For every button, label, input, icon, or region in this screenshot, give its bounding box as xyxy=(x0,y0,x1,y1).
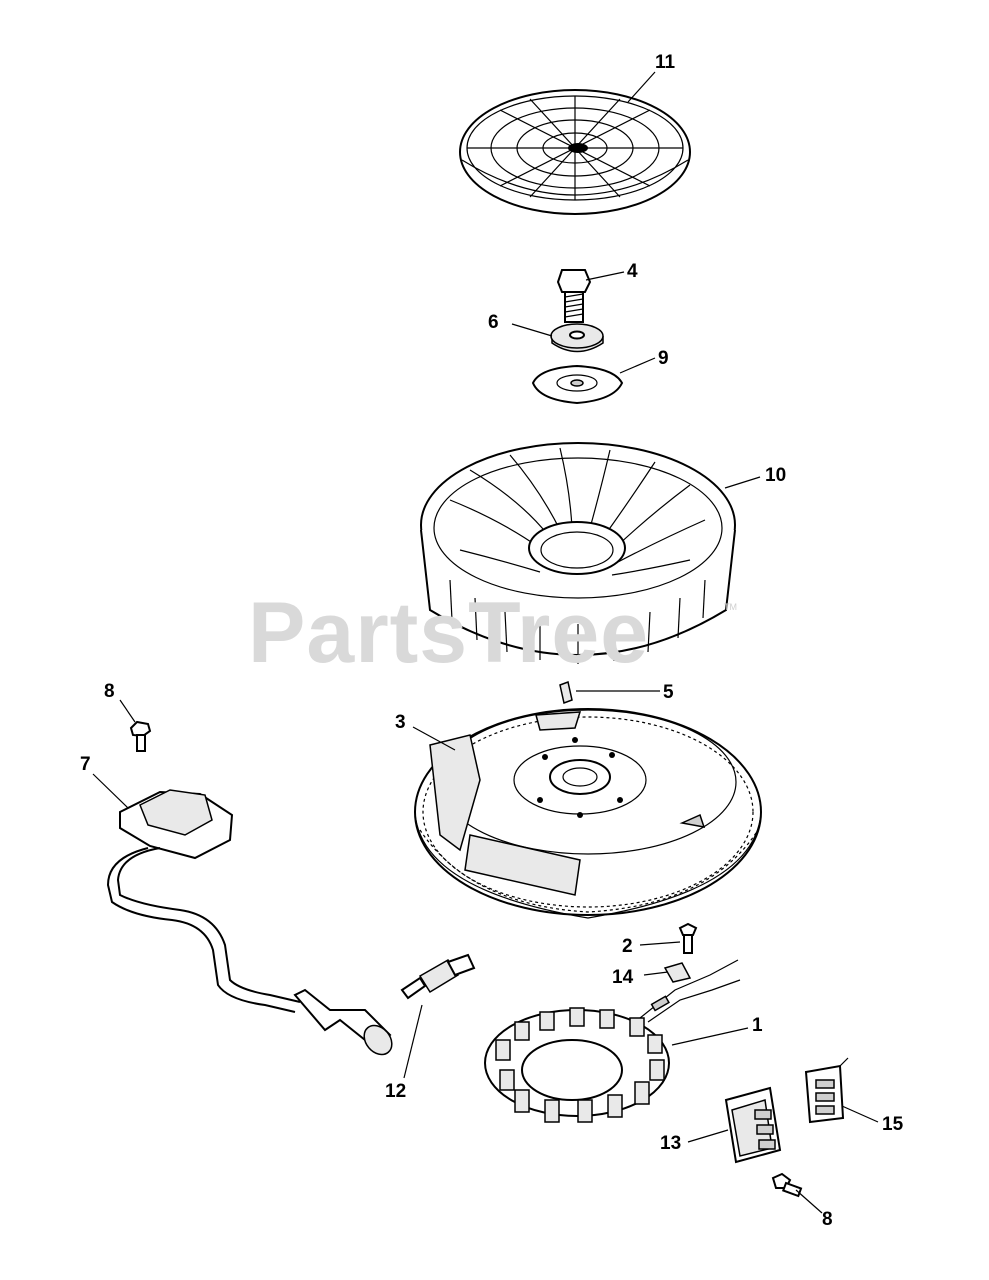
callout-14[interactable]: 14 xyxy=(612,967,634,988)
callout-8-lower[interactable]: 8 xyxy=(822,1209,833,1230)
part-flywheel-key[interactable] xyxy=(559,680,573,705)
watermark: PartsTree xyxy=(248,585,650,681)
callout-8-upper[interactable]: 8 xyxy=(104,681,115,702)
part-ignition-module[interactable] xyxy=(106,789,397,1060)
part-screw-lower[interactable] xyxy=(771,1172,803,1198)
part-screw-upper[interactable] xyxy=(129,720,152,752)
callout-5[interactable]: 5 xyxy=(663,682,674,703)
callout-4[interactable]: 4 xyxy=(627,261,638,282)
callout-9[interactable]: 9 xyxy=(658,348,669,369)
part-stator[interactable] xyxy=(484,959,741,1123)
callout-13[interactable]: 13 xyxy=(660,1133,682,1154)
callout-1[interactable]: 1 xyxy=(752,1015,763,1036)
callout-2[interactable]: 2 xyxy=(622,936,633,957)
part-debris-screen[interactable] xyxy=(459,89,691,215)
callout-15[interactable]: 15 xyxy=(882,1114,904,1135)
callout-7[interactable]: 7 xyxy=(80,754,91,775)
callout-10[interactable]: 10 xyxy=(765,465,787,486)
part-wire-clip[interactable] xyxy=(663,962,692,983)
part-flywheel[interactable] xyxy=(414,708,762,919)
callout-3[interactable]: 3 xyxy=(395,712,406,733)
part-rectifier-regulator[interactable] xyxy=(724,1086,782,1164)
part-flywheel-bolt[interactable] xyxy=(556,269,592,323)
part-washer[interactable] xyxy=(550,323,604,353)
part-cooling-fan[interactable] xyxy=(420,442,736,664)
callout-11[interactable]: 11 xyxy=(655,52,676,73)
part-fan-retainer[interactable] xyxy=(531,364,624,405)
callout-12[interactable]: 12 xyxy=(385,1081,407,1102)
part-connector[interactable] xyxy=(804,1057,849,1124)
watermark-tm: TM xyxy=(724,602,737,612)
part-screw-stator[interactable] xyxy=(678,922,698,954)
callout-6[interactable]: 6 xyxy=(488,312,499,333)
part-spark-plug[interactable] xyxy=(400,953,476,1000)
leader-lines xyxy=(92,71,879,1214)
